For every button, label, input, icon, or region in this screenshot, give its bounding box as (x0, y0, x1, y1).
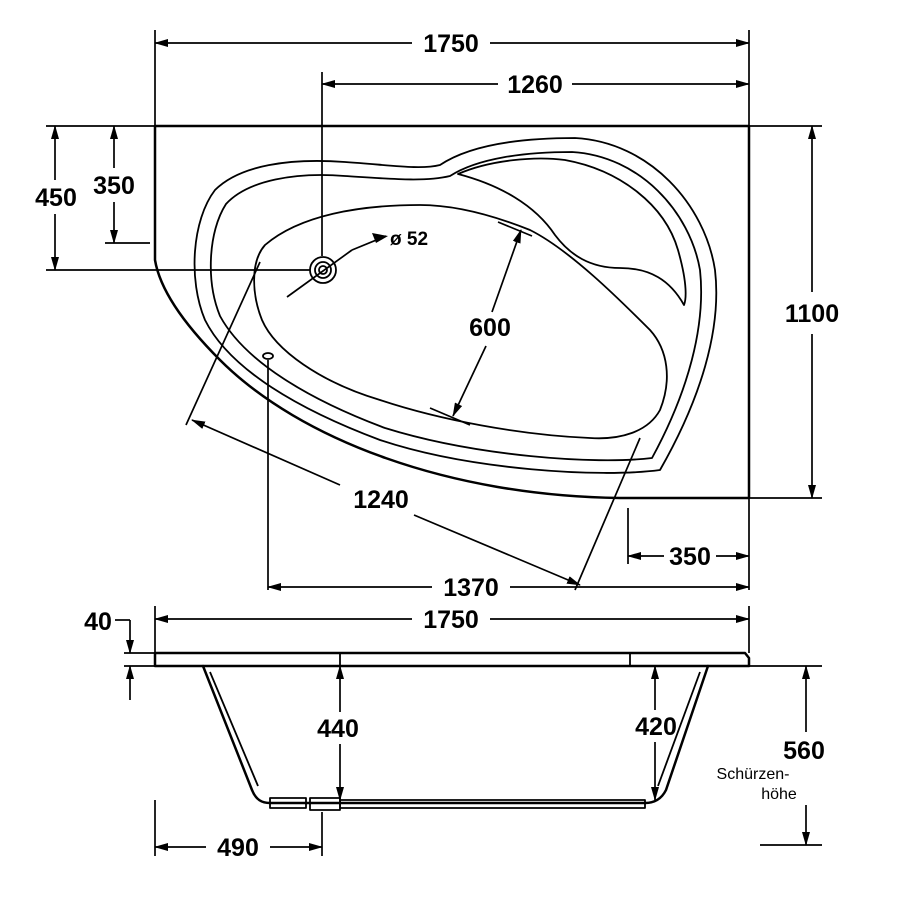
dim-depth-440: 440 (317, 715, 359, 743)
dim-edge-350: 350 (93, 172, 135, 200)
dim-top-width: 1750 (423, 30, 479, 58)
tub-rim-contour-inner (209, 151, 703, 462)
tub-backrest (457, 157, 687, 306)
dim-rim-40: 40 (84, 608, 112, 636)
dim-apron-560: 560 (783, 737, 825, 765)
dim-edge-450: 450 (35, 184, 77, 212)
overflow-marker (262, 352, 274, 360)
dim-inner-1240: 1240 (353, 486, 409, 514)
dim-drain-offset: 1260 (507, 71, 563, 99)
tub-body-side (201, 664, 710, 805)
dim-inner-600: 600 (469, 314, 511, 342)
dim-drain-diameter: ø 52 (390, 229, 428, 250)
tub-basin-floor (253, 204, 668, 440)
top-view: 1750 1260 450 350 1100 ø 52 600 1240 137… (35, 30, 839, 602)
dim-length-1370: 1370 (443, 574, 499, 602)
apron-label-line2: höhe (761, 786, 797, 803)
dim-drain-490: 490 (217, 834, 259, 862)
dim-depth-420: 420 (635, 713, 677, 741)
dim-right-350: 350 (669, 543, 711, 571)
tub-rim-contour (193, 137, 718, 474)
side-view: 1750 40 440 420 560 Schürzen- höhe 490 (84, 606, 825, 862)
tub-outer-outline (153, 124, 751, 500)
apron-label-line1: Schürzen- (717, 766, 790, 783)
tub-rim-side (153, 651, 751, 668)
dim-side-width: 1750 (423, 606, 479, 634)
dim-depth-1100: 1100 (785, 300, 839, 328)
